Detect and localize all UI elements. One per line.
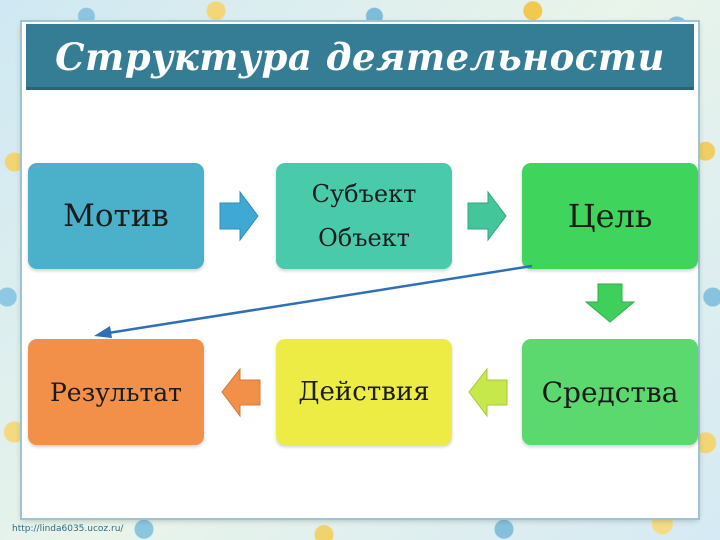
footer-url: http://linda6035.ucoz.ru/ xyxy=(12,524,124,534)
subject-label: Субъект xyxy=(311,180,417,208)
actions-label: Действия xyxy=(298,377,430,407)
goal-label: Цель xyxy=(567,197,653,235)
means-box: Средства xyxy=(522,339,698,445)
result-label: Результат xyxy=(49,377,183,407)
actions-box: Действия xyxy=(276,339,452,445)
motive-box: Мотив xyxy=(28,163,204,269)
page-title: Структура деятельности xyxy=(55,35,665,79)
result-box: Результат xyxy=(28,339,204,445)
title-bar: Структура деятельности xyxy=(26,24,694,90)
goal-box: Цель xyxy=(522,163,698,269)
subject-object-box: Субъект Объект xyxy=(276,163,452,269)
motive-label: Мотив xyxy=(63,198,169,234)
means-label: Средства xyxy=(541,375,679,409)
object-label: Объект xyxy=(318,224,410,252)
